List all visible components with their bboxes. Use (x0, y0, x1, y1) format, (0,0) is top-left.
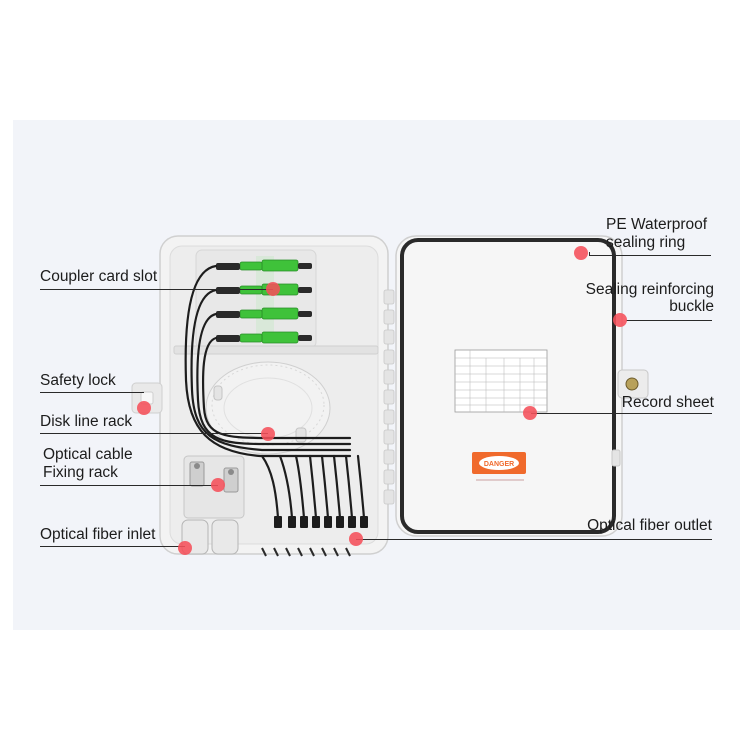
leader-record-sheet (531, 413, 712, 414)
leader-optical-cable-fixing-rack (40, 485, 218, 486)
fiber-distribution-box-photo: DANGER (131, 235, 649, 557)
label-sealing-reinforcing: Sealing reinforcing (585, 281, 714, 298)
marker-optical-fiber-outlet (349, 532, 363, 546)
enclosure-base (131, 235, 395, 557)
label-disk-line-rack: Disk line rack (40, 413, 133, 430)
leader-coupler-card-slot (40, 289, 273, 290)
marker-disk-line-rack (261, 427, 275, 441)
marker-pe-waterproof (574, 246, 588, 260)
marker-optical-cable-fixing-rack (211, 478, 225, 492)
sc-adapters (216, 256, 312, 344)
marker-safety-lock (137, 401, 151, 415)
marker-record-sheet (523, 406, 537, 420)
leader-pe-waterproof (589, 255, 711, 256)
label-optical-fiber-inlet: Optical fiber inlet (40, 526, 156, 543)
enclosure-lid: DANGER (395, 235, 649, 537)
label-coupler-card-slot: Coupler card slot (40, 268, 158, 285)
marker-coupler-card-slot (266, 282, 280, 296)
label-optical-fiber-outlet: Optical fiber outlet (587, 517, 712, 534)
label-pe-waterproof: PE Waterproof (606, 216, 708, 233)
label-fixing-rack: Fixing rack (43, 464, 118, 481)
record-sheet (454, 349, 548, 413)
leader-optical-fiber-outlet (356, 539, 712, 540)
leader-pe-waterproof-stem (589, 252, 590, 256)
danger-text: DANGER (484, 461, 514, 468)
product-scene: DANGER (13, 120, 740, 630)
label-record-sheet: Record sheet (621, 394, 714, 411)
leader-disk-line-rack (40, 433, 268, 434)
leader-sealing-reinforcing (626, 320, 712, 321)
label-sealing-ring: sealing ring (606, 234, 686, 251)
danger-label: DANGER (472, 452, 526, 481)
label-safety-lock: Safety lock (40, 372, 116, 389)
leader-optical-fiber-inlet (40, 546, 185, 547)
marker-optical-fiber-inlet (178, 541, 192, 555)
label-optical-cable: Optical cable (43, 446, 133, 463)
marker-sealing-reinforcing (613, 313, 627, 327)
label-buckle: buckle (669, 298, 714, 315)
leader-safety-lock (40, 392, 144, 393)
